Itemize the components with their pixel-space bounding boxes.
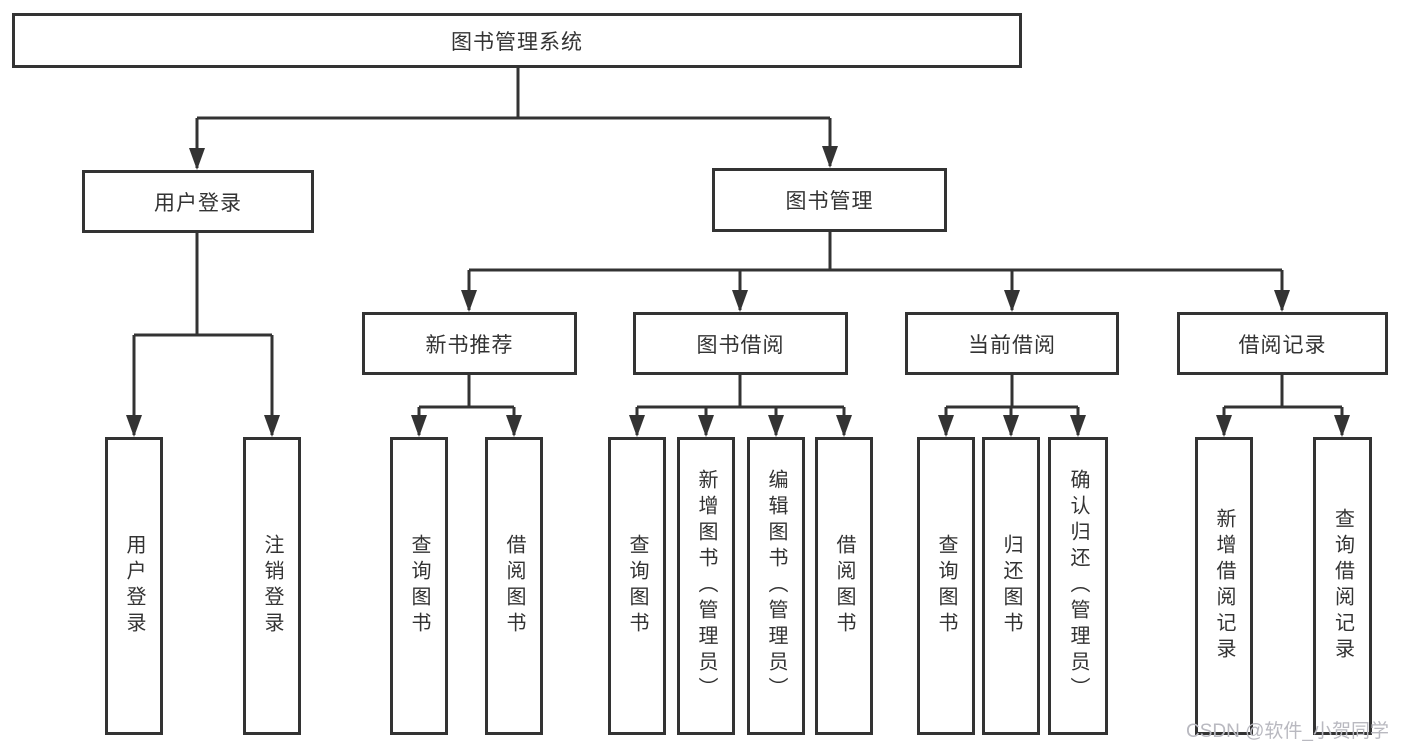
- leaf-borrow-books: 借阅图书: [815, 437, 873, 735]
- leaf-borrow-books-recommend: 借阅图书: [485, 437, 543, 735]
- node-book-borrow-label: 图书借阅: [696, 333, 785, 357]
- arrowhead-icon: [768, 415, 784, 437]
- leaf-query-borrow-record-label: 查询借阅记录: [1331, 508, 1354, 664]
- leaf-query-books-borrow: 查询图书: [608, 437, 666, 735]
- arrowhead-icon: [506, 415, 522, 437]
- csdn-watermark: CSDN @软件_小贺同学: [1186, 721, 1389, 742]
- node-new-book-recommend-label: 新书推荐: [425, 333, 514, 357]
- arrowhead-icon: [1070, 415, 1086, 437]
- node-user-login: 用户登录: [82, 170, 314, 233]
- connector-new-book-to-leaves: [417, 375, 516, 435]
- arrowhead-icon: [822, 146, 838, 168]
- leaf-query-books-recommend: 查询图书: [390, 437, 448, 735]
- node-current-borrow: 当前借阅: [905, 312, 1119, 375]
- node-new-book-recommend: 新书推荐: [362, 312, 577, 375]
- arrowhead-icon: [461, 290, 477, 312]
- node-borrow-records-label: 借阅记录: [1238, 333, 1327, 357]
- arrowhead-icon: [1216, 415, 1232, 437]
- arrowhead-icon: [938, 415, 954, 437]
- arrowhead-icon: [732, 290, 748, 312]
- arrowhead-icon: [1003, 415, 1019, 437]
- node-user-login-label: 用户登录: [154, 191, 242, 215]
- leaf-return-books-label: 归还图书: [1000, 534, 1022, 638]
- leaf-query-books-current: 查询图书: [917, 437, 975, 735]
- arrowhead-icon: [411, 415, 427, 437]
- arrowhead-icon: [1004, 290, 1020, 312]
- leaf-confirm-return-admin-label: 确认归还（管理员）: [1067, 469, 1089, 703]
- arrowhead-icon: [126, 415, 142, 437]
- connector-borrow-records-to-leaves: [1222, 375, 1344, 435]
- arrowhead-icon: [698, 415, 714, 437]
- leaf-user-login-label: 用户登录: [123, 534, 145, 638]
- leaf-confirm-return-admin: 确认归还（管理员）: [1048, 437, 1108, 735]
- connector-root-to-level2: [195, 68, 832, 168]
- leaf-borrow-books-label: 借阅图书: [833, 534, 855, 638]
- leaf-query-books-recommend-label: 查询图书: [408, 534, 430, 638]
- leaf-add-borrow-record-label: 新增借阅记录: [1213, 508, 1235, 664]
- leaf-query-borrow-record: 查询借阅记录: [1313, 437, 1372, 735]
- arrowhead-icon: [1334, 415, 1350, 437]
- leaf-edit-books-admin-label: 编辑图书（管理员）: [765, 469, 787, 703]
- connector-book-management-to-level3: [467, 232, 1284, 310]
- leaf-logout: 注销登录: [243, 437, 301, 735]
- node-root-label: 图书管理系统: [451, 30, 583, 54]
- leaf-edit-books-admin: 编辑图书（管理员）: [747, 437, 805, 735]
- leaf-query-books-borrow-label: 查询图书: [626, 534, 648, 638]
- leaf-add-books-admin: 新增图书（管理员）: [677, 437, 735, 735]
- leaf-query-books-current-label: 查询图书: [935, 534, 957, 638]
- connector-user-login-to-leaves: [132, 233, 274, 435]
- node-book-borrow: 图书借阅: [633, 312, 848, 375]
- node-current-borrow-label: 当前借阅: [968, 333, 1056, 357]
- arrowhead-group: [126, 146, 1350, 437]
- node-borrow-records: 借阅记录: [1177, 312, 1388, 375]
- leaf-add-books-admin-label: 新增图书（管理员）: [695, 469, 717, 703]
- leaf-borrow-books-recommend-label: 借阅图书: [503, 534, 525, 638]
- arrowhead-icon: [264, 415, 280, 437]
- arrowhead-icon: [1274, 290, 1290, 312]
- node-book-management: 图书管理: [712, 168, 947, 232]
- leaf-user-login: 用户登录: [105, 437, 163, 735]
- arrowhead-icon: [629, 415, 645, 437]
- node-root: 图书管理系统: [12, 13, 1022, 68]
- arrowhead-icon: [189, 148, 205, 170]
- connector-book-borrow-to-leaves: [635, 375, 846, 435]
- leaf-logout-label: 注销登录: [261, 534, 283, 638]
- leaf-add-borrow-record: 新增借阅记录: [1195, 437, 1253, 735]
- leaf-return-books: 归还图书: [982, 437, 1040, 735]
- node-book-management-label: 图书管理: [785, 190, 874, 213]
- arrowhead-icon: [836, 415, 852, 437]
